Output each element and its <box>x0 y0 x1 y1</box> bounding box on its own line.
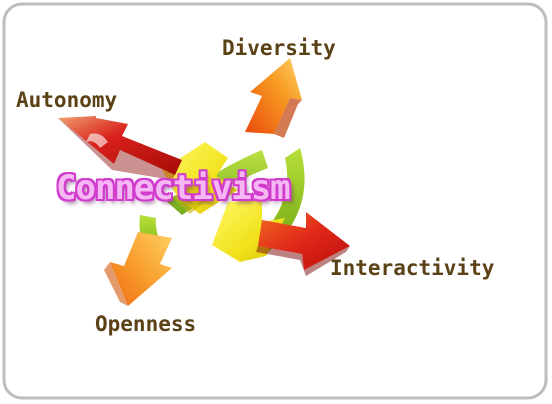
frame-border <box>2 2 548 400</box>
interactivity-label: Interactivity <box>330 256 495 280</box>
arrow-down-icon <box>104 232 172 306</box>
openness-label: Openness <box>95 312 197 336</box>
connectivism-title: Connectivism <box>56 168 291 208</box>
arrow-right-icon <box>256 212 350 276</box>
autonomy-label: Autonomy <box>16 88 118 112</box>
arrow-up-icon <box>245 58 302 138</box>
arrow-left-icon <box>58 116 182 180</box>
diversity-label: Diversity <box>222 36 336 60</box>
